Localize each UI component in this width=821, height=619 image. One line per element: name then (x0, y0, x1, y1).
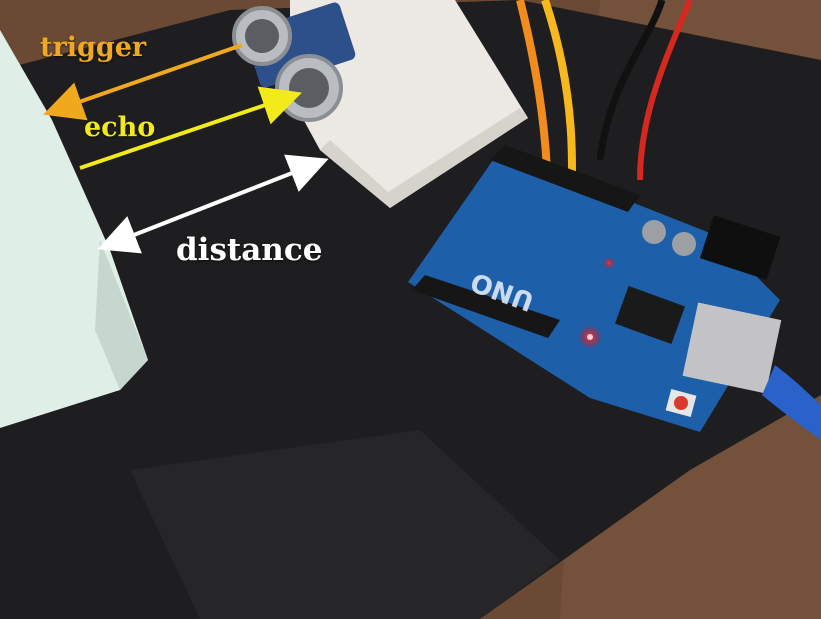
mat-highlight (130, 430, 560, 619)
distance-arrow-icon (97, 154, 329, 254)
power-jack (699, 215, 781, 280)
echo-label: echo (84, 112, 156, 143)
microcontroller-chip (614, 285, 686, 345)
board-header-left (412, 275, 560, 338)
trigger-arrow-icon (43, 43, 243, 121)
usb-cable (762, 365, 821, 440)
sensor-echo-mesh (289, 68, 329, 108)
wire-black (596, 0, 666, 161)
capacitor (672, 232, 696, 256)
trigger-label: trigger (40, 32, 147, 63)
sensor-trigger-mesh (245, 19, 279, 53)
breadboard-strip (320, 108, 528, 208)
led-icon (587, 334, 593, 340)
led-icon (603, 257, 615, 269)
board-header-top (490, 145, 640, 212)
wall-side-shadow (95, 240, 148, 390)
capacitor (642, 220, 666, 244)
distance-label: distance (176, 232, 323, 268)
usb-port (682, 302, 782, 394)
reset-button-cap (674, 396, 688, 410)
wire-red (637, 0, 693, 181)
